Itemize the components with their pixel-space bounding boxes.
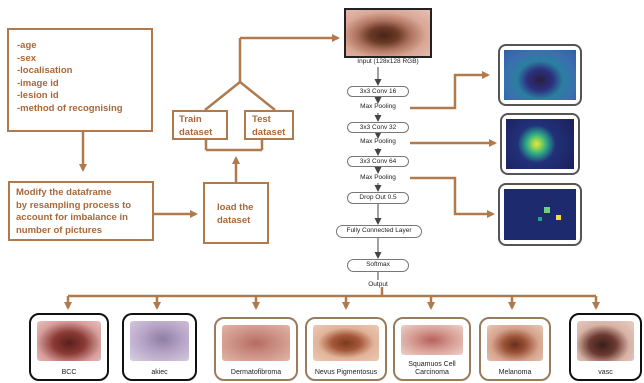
load-line: dataset — [217, 214, 251, 226]
class-label: Melanoma — [498, 369, 532, 376]
softmax-layer: Softmax — [347, 259, 409, 272]
class-panel-nevus: Nevus Pigmentosus — [305, 317, 387, 381]
class-panel-squamous: Squamuos Cell Carcinoma — [393, 317, 471, 381]
modify-dataframe-box: Modify the dataframe by resampling proce… — [8, 181, 154, 241]
class-panel-dermatofibroma: Dermatofibroma — [214, 317, 298, 381]
input-label: Input (128x128 RGB) — [357, 58, 419, 65]
metadata-line: -age — [17, 40, 37, 51]
class-label: BCC — [61, 369, 77, 376]
class-panel-akiec: akiec — [122, 313, 197, 381]
conv2-layer: 3x3 Conv 32 — [347, 122, 409, 133]
modify-line: account for imbalance in — [16, 212, 128, 223]
bcc-image — [37, 321, 101, 361]
class-label: akiec — [151, 369, 168, 376]
fc-layer: Fully Connected Layer — [336, 225, 422, 238]
class-label: vasc — [598, 369, 613, 376]
modify-line: number of pictures — [16, 224, 103, 236]
metadata-box: -age -sex -localisation -image id -lesio… — [7, 28, 153, 132]
class-panel-bcc: BCC — [29, 313, 109, 381]
test-dataset-box: Test dataset — [244, 110, 294, 140]
class-panel-vasc: vasc — [569, 313, 642, 381]
squamous-image — [401, 325, 463, 355]
metadata-line: -image id — [17, 77, 59, 89]
melanoma-image — [487, 325, 543, 361]
feature-map-3 — [498, 183, 582, 246]
class-label: Squamuos Cell Carcinoma — [408, 361, 456, 376]
nevus-image — [313, 325, 379, 361]
test-line: dataset — [252, 126, 286, 138]
train-line: Train — [179, 114, 202, 125]
feature-map-2 — [500, 113, 580, 175]
metadata-line: -localisation — [17, 65, 73, 76]
arrow-pool3-to-map3 — [410, 176, 495, 218]
feature-map-1 — [498, 44, 582, 106]
input-image — [344, 8, 432, 58]
load-line: load the — [217, 202, 254, 213]
dropout-layer: Drop Out 0.5 — [347, 192, 409, 204]
class-label: Nevus Pigmentosus — [314, 369, 378, 376]
load-dataset-box: load the dataset — [203, 182, 269, 244]
pool3-label: Max Pooling — [360, 174, 396, 181]
dermatofibroma-image — [222, 325, 290, 361]
arrow-pool1-to-map1 — [410, 71, 490, 110]
metadata-line: -sex — [17, 52, 37, 64]
vasc-image — [577, 321, 634, 361]
modify-line: by resampling process to — [16, 199, 132, 211]
class-label: Dermatofibroma — [230, 369, 282, 376]
akiec-image — [130, 321, 189, 361]
train-dataset-box: Train dataset — [172, 110, 228, 140]
metadata-line: -method of recognising — [17, 102, 123, 114]
metadata-line: -lesion id — [17, 90, 59, 101]
output-label: Output — [368, 281, 388, 288]
conv3-layer: 3x3 Conv 64 — [347, 156, 409, 167]
test-line: Test — [252, 114, 271, 125]
modify-line: Modify the dataframe — [16, 187, 112, 198]
class-panel-melanoma: Melanoma — [479, 317, 551, 381]
pool1-label: Max Pooling — [360, 103, 396, 110]
pool2-label: Max Pooling — [360, 138, 396, 145]
train-line: dataset — [179, 126, 213, 138]
conv1-layer: 3x3 Conv 16 — [347, 86, 409, 97]
